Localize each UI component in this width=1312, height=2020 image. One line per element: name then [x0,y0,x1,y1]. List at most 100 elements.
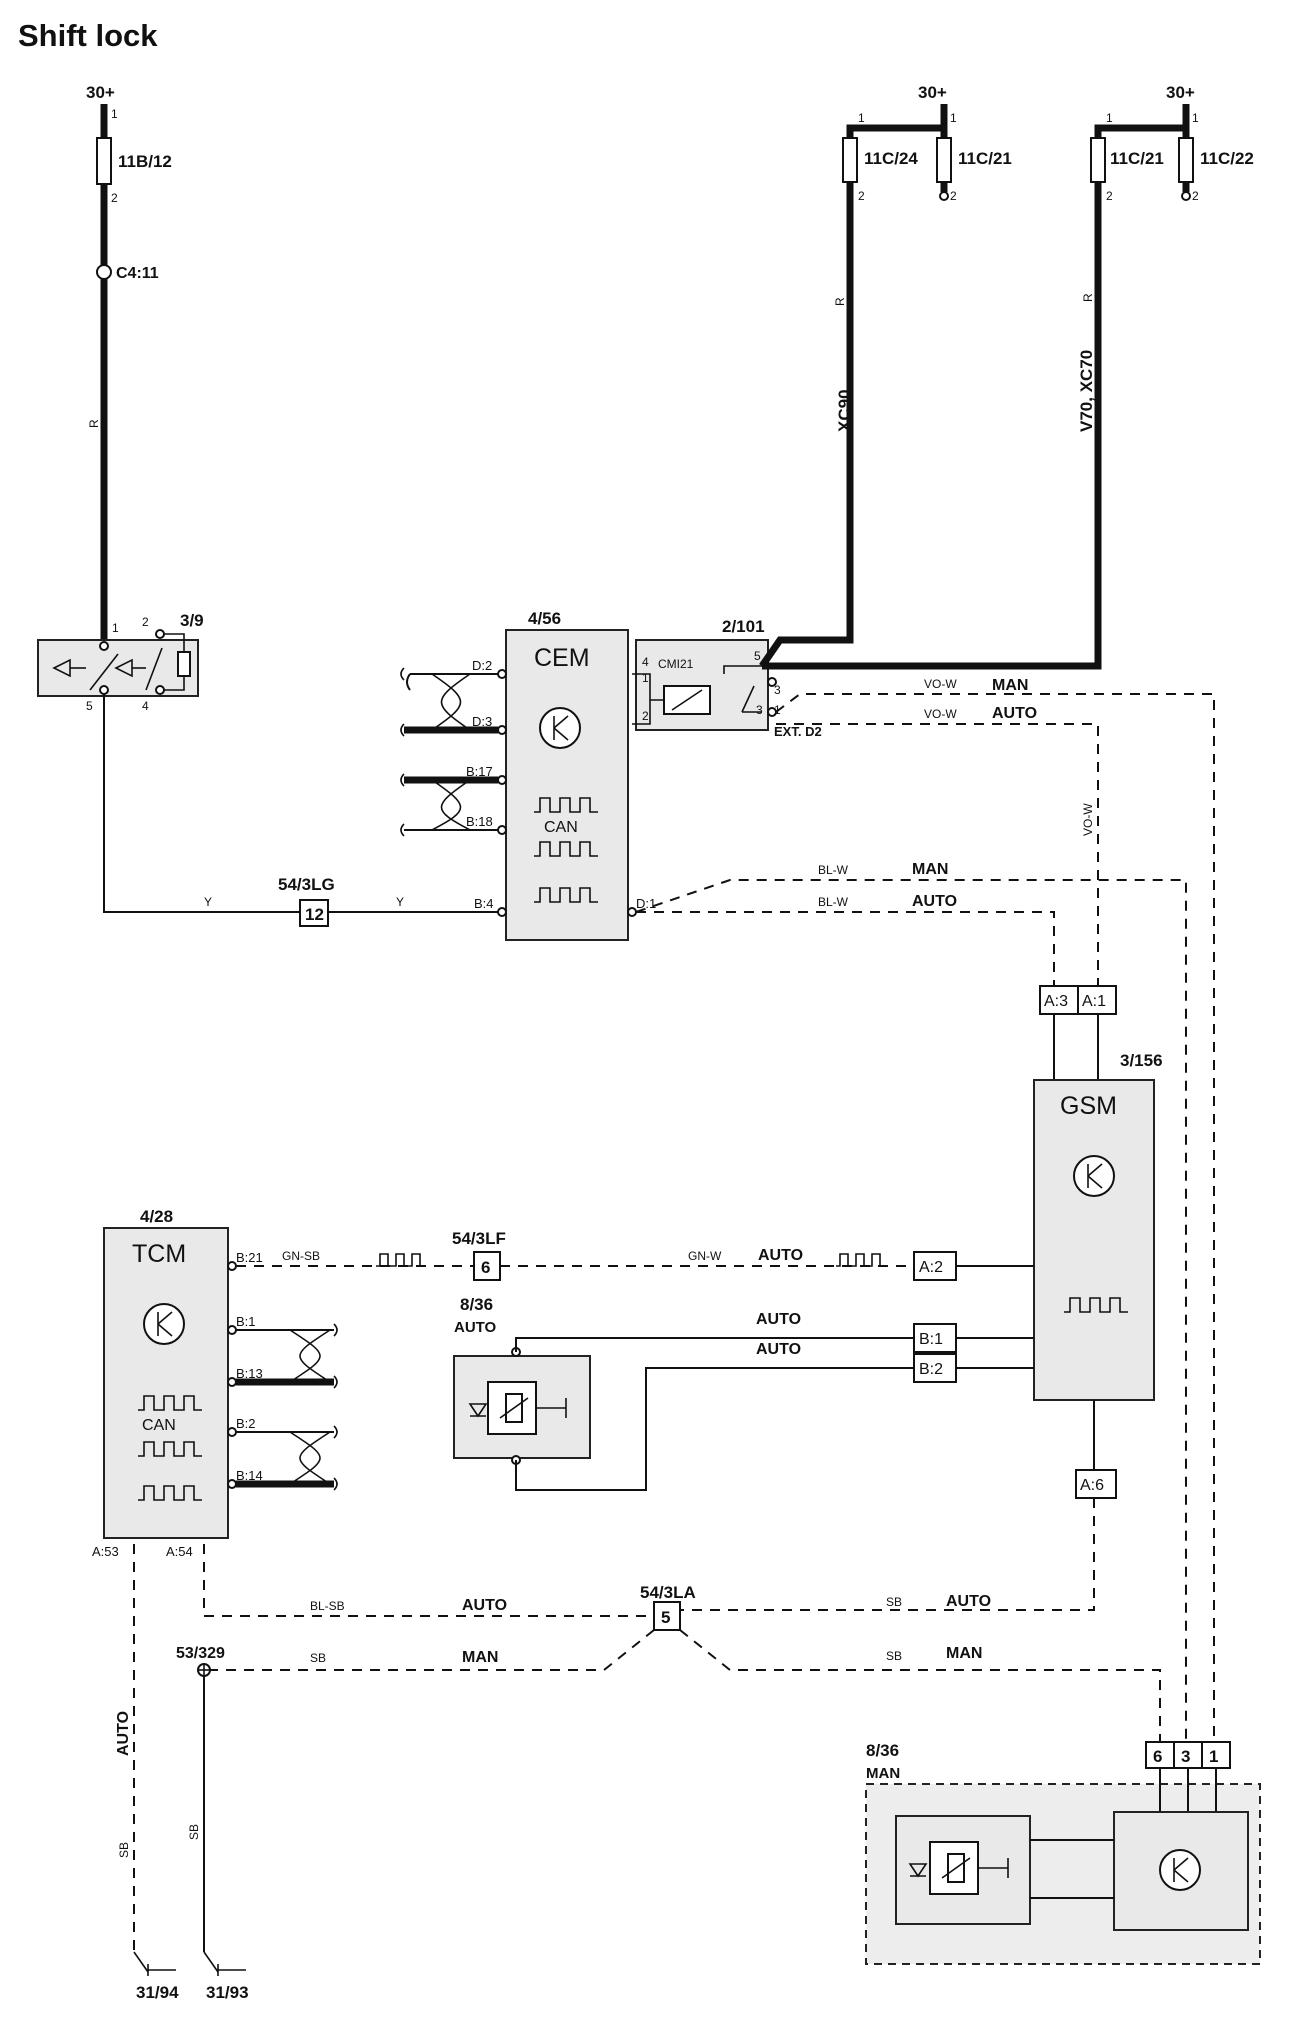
supply-xc90: 30+ 11C/24 11C/21 1 1 2 2 R XC90 [759,83,1012,668]
shift-man-transistor-icon [1159,1849,1201,1891]
wire-vo-w-auto: VO-W [924,707,957,721]
gsm-pin-a1: A:1 [1082,993,1106,1010]
tcm-pin-a53: A:53 [92,1544,119,1559]
supply-label-3: 30+ [1166,83,1195,102]
tcm-pin-b21: B:21 [236,1250,263,1265]
relay-pin-2: 2 [642,709,649,723]
ground-point-label: 53/329 [176,1645,225,1662]
gsm-pin-a3: A:3 [1044,993,1068,1010]
connector-lf-pin: 6 [481,1258,490,1277]
switch-pin-4: 4 [142,699,149,713]
fuse-11c21-label-a: 11C/21 [958,149,1012,168]
ground-31-93: 31/93 [206,1983,249,2002]
connector-lg-label: 54/3LG [278,875,335,894]
gsm-pin-b2: B:2 [919,1361,943,1378]
wire-gn-w: GN-W [688,1249,722,1263]
tcm-can-label: CAN [142,1417,176,1434]
wire-vo-w-vertical: VO-W [1081,803,1095,836]
shift-lock-man: 6 3 1 8/36 MAN [865,1741,1261,1965]
tcm-gsm-link: GN-SB 54/3LF 6 GN-W AUTO A:2 [236,1229,1034,1281]
connector-la-label: 54/3LA [640,1583,696,1602]
wire-sb-3: SB [886,1649,902,1663]
gsm-pin-b1: B:1 [919,1331,943,1348]
supply-label-2: 30+ [918,83,947,102]
mode-auto-7: AUTO [946,1593,991,1610]
man-pin-3: 3 [1181,1747,1190,1766]
tcm-name: TCM [132,1240,186,1268]
mode-auto-4: AUTO [756,1311,801,1328]
shift-man-mode: MAN [866,1765,900,1782]
tcm-pin-a54: A:54 [166,1544,193,1559]
wire-color-r-3: R [1081,293,1095,302]
mode-auto-5: AUTO [756,1341,801,1358]
cem-name: CEM [534,644,590,672]
fuse-11b12-pin1: 1 [111,107,118,121]
shift-man-module-box [1113,1811,1249,1931]
shift-auto-mode: AUTO [454,1319,497,1336]
xc90-pin2-b: 2 [950,189,957,203]
gsm-a2-box [913,1251,957,1281]
mode-man-1: MAN [992,677,1028,694]
mode-man-4: MAN [946,1645,982,1662]
page-title: Shift lock [18,18,158,53]
relay-out-3: 3 [774,683,781,697]
tcm-box [103,1227,229,1539]
connector-la-box [653,1601,681,1631]
relay-id: 2/101 [722,617,765,636]
variant-v70: V70, XC70 [1077,350,1096,432]
shift-lock-auto: 8/36 AUTO AUTO B:1 AUTO B:2 [453,1295,1034,1491]
wire-sb-5: SB [187,1824,201,1840]
shift-auto-id: 8/36 [460,1295,493,1314]
tcm-id: 4/28 [140,1207,173,1226]
gsm-module: A:3 A:1 3/156 GSM A:6 [660,985,1163,1611]
ground-network: BL-SB AUTO 54/3LA 5 SB AUTO SB MAN SB MA… [115,1544,1161,2002]
cem-d1-signal-wires: BL-W MAN BL-W AUTO [635,861,1187,1742]
wire-color-y-2: Y [396,895,404,909]
connector-54-3lg: 54/3LG 12 Y [278,875,502,927]
gsm-pin-a6: A:6 [1080,1477,1104,1494]
mode-auto-6: AUTO [462,1597,507,1614]
gsm-a6-box [1075,1469,1117,1499]
supply-11b12: 30+ 1 2 11B/12 C4:11 R [86,83,172,640]
tcm-pin-b1: B:1 [236,1314,256,1329]
ground-31-94: 31/94 [136,1983,179,2002]
gsm-transistor-icon [1073,1155,1115,1197]
connector-lf-box [473,1251,501,1281]
wire-sb-1: SB [886,1595,902,1609]
connector-c4-label: C4:11 [116,265,159,282]
shift-man-id: 8/36 [866,1741,899,1760]
fuse-11c24-label: 11C/24 [864,149,918,168]
tcm-module: 4/28 TCM CAN B:21 B:1 B:13 B:2 B:14 A:53… [92,1207,338,1559]
relay-pin-4: 4 [642,655,649,669]
cem-can-label: CAN [544,819,578,836]
fuse-11b12-label: 11B/12 [118,152,172,171]
wire-bl-sb: BL-SB [310,1599,345,1613]
wire-gn-sb: GN-SB [282,1249,320,1263]
relay-ext: EXT. D2 [774,724,822,739]
relay-signal-wires: VO-W MAN VO-W AUTO VO-W [775,677,1215,1742]
relay-pin-3: 3 [756,703,763,717]
gsm-b1-box [913,1323,957,1353]
switch-3-9-id: 3/9 [180,611,204,630]
connector-lg-pin: 12 [305,905,324,924]
cem-id: 4/56 [528,609,561,628]
relay-pin-1: 1 [642,671,649,685]
v70-pin1-a: 1 [1106,111,1113,125]
switch-pin-5: 5 [86,699,93,713]
tcm-pin-b14: B:14 [236,1468,263,1483]
wire-sb-4: SB [117,1842,131,1858]
gsm-id: 3/156 [1120,1051,1163,1070]
mode-man-3: MAN [462,1649,498,1666]
fuse-11b12-pin2: 2 [111,191,118,205]
mode-auto-1: AUTO [992,705,1037,722]
variant-xc90: XC90 [835,389,854,432]
cem-box [505,629,629,941]
mode-auto-3: AUTO [758,1247,803,1264]
wire-color-y-1: Y [204,895,212,909]
switch-3-9: 3/9 1 2 5 4 Y [37,611,300,913]
cem-pin-b17: B:17 [466,764,493,779]
relay-2-101: CMI21 2/101 4 1 2 5 3 3 1 EXT. D2 [632,617,822,739]
supply-v70: 30+ 11C/21 11C/22 1 1 2 2 R V70, XC70 [762,83,1254,670]
cem-pin-b18: B:18 [466,814,493,829]
